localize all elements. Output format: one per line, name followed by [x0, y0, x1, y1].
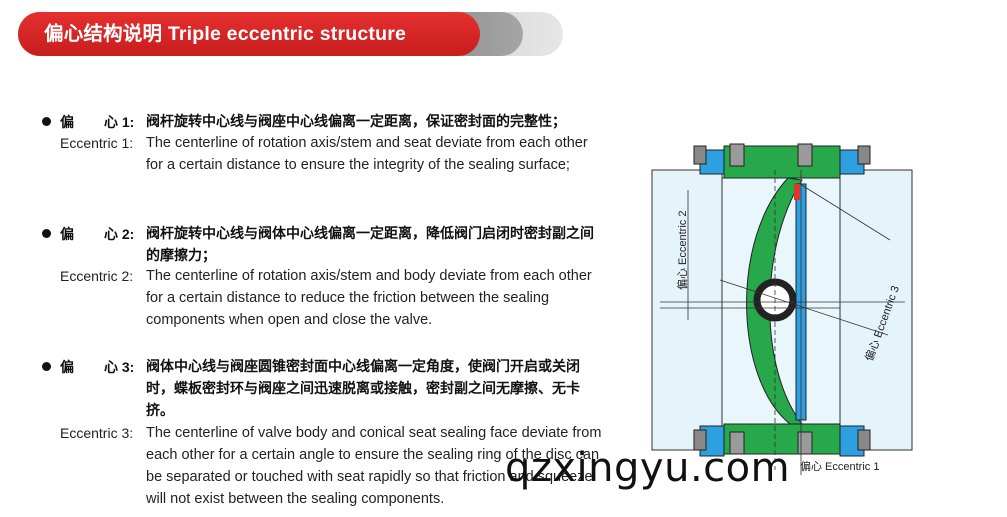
valve-section-diagram: 偏心 Eccentric 2 偏心 Eccentric 3 偏心 Eccentr… — [651, 143, 913, 475]
cn-label-number: 心 3: — [104, 359, 135, 375]
cn-label-prefix: 偏 — [60, 359, 74, 375]
label-eccentric-2: 偏心 Eccentric 2 — [675, 211, 689, 290]
bullet-icon — [42, 362, 51, 371]
pipe-right — [839, 169, 913, 451]
cn-label-number: 心 1: — [104, 114, 135, 130]
label-eccentric-1: 偏心 Eccentric 1 — [800, 459, 879, 473]
en-description: The centerline of valve body and conical… — [146, 425, 602, 507]
cn-description: 阀体中心线与阀座圆锥密封面中心线偏离一定角度，使阀门开启或关闭时，蝶板密封环与阀… — [146, 358, 580, 418]
en-label: Eccentric 2: — [60, 268, 134, 284]
cn-description: 阀杆旋转中心线与阀体中心线偏离一定距离，降低阀门启闭时密封副之间的摩擦力； — [146, 225, 594, 263]
banner-title-bar: 偏心结构说明 Triple eccentric structure — [18, 12, 480, 56]
section-banner: 偏心结构说明 Triple eccentric structure — [18, 12, 563, 56]
section-title: 偏心结构说明 Triple eccentric structure — [44, 23, 407, 45]
seal-ring — [794, 184, 800, 200]
bolt-icon — [693, 429, 871, 455]
en-label: Eccentric 1: — [60, 135, 134, 151]
bullet-icon — [42, 117, 51, 126]
bullet-icon — [42, 229, 51, 238]
en-label: Eccentric 3: — [60, 425, 134, 441]
en-description: The centerline of rotation axis/stem and… — [146, 268, 592, 328]
cone-line — [799, 183, 891, 241]
cn-label-number: 心 2: — [104, 226, 135, 242]
cn-description: 阀杆旋转中心线与阀座中心线偏离一定距离，保证密封面的完整性； — [146, 113, 566, 129]
butterfly-disc — [746, 177, 804, 425]
en-description: The centerline of rotation axis/stem and… — [146, 135, 588, 173]
eccentric-3-line — [719, 279, 889, 336]
bolt-icon — [693, 143, 871, 167]
cn-label-prefix: 偏 — [60, 114, 74, 130]
watermark: qzxingyu.com — [505, 445, 791, 491]
cn-label-prefix: 偏 — [60, 226, 74, 242]
